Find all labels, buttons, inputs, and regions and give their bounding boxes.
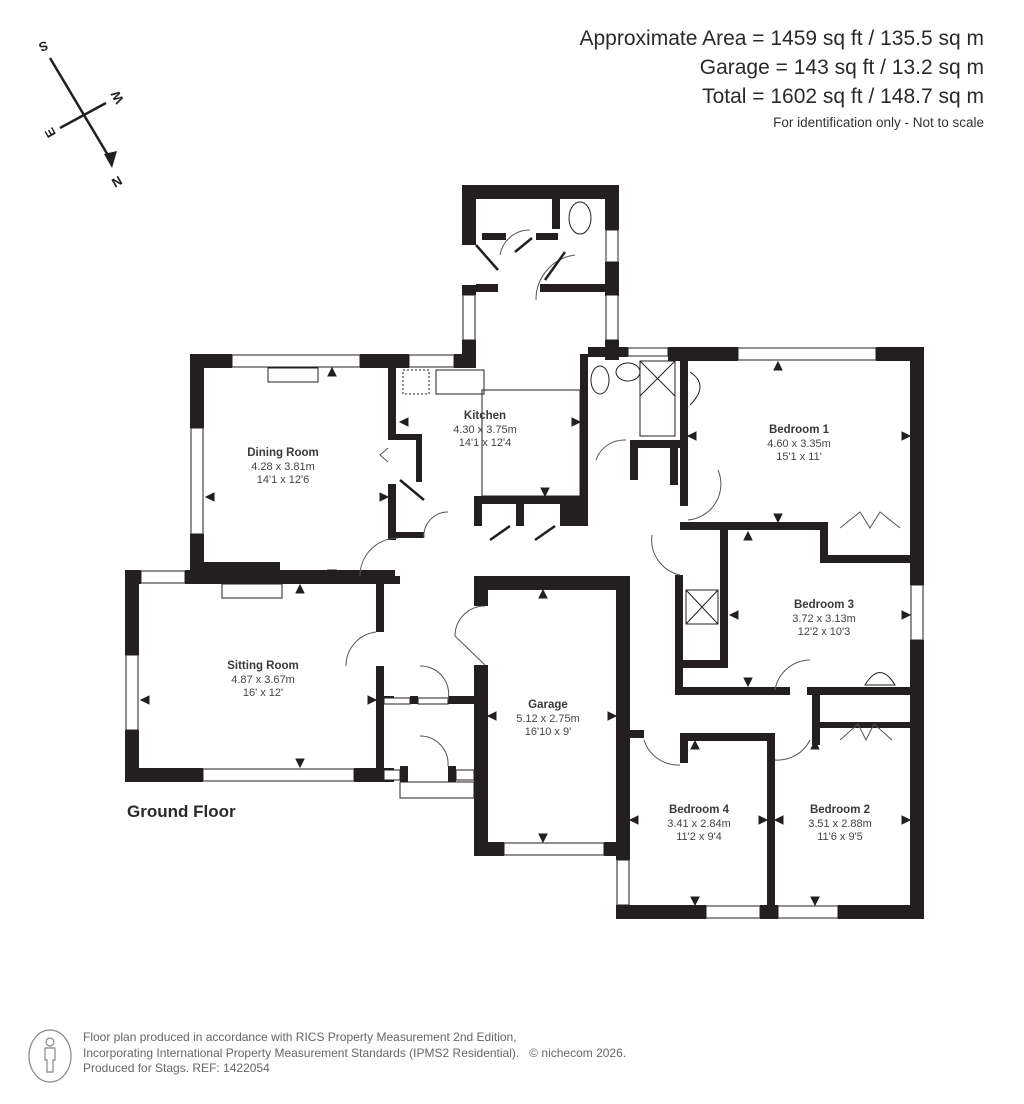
walls	[125, 185, 924, 919]
room-metric: 4.28 x 3.81m	[251, 461, 315, 473]
room-imperial: 16'10 x 9'	[525, 726, 571, 738]
copyright: © nichecom 2026.	[529, 1045, 627, 1060]
room-kitchen: Kitchen 4.30 x 3.75m 14'1 x 12'4	[453, 410, 517, 449]
floor-label: Ground Floor	[127, 802, 236, 821]
room-name: Garage	[528, 699, 568, 711]
room-metric: 4.60 x 3.35m	[767, 438, 831, 450]
room-metric: 3.72 x 3.13m	[792, 613, 856, 625]
room-bedroom-4: Bedroom 4 3.41 x 2.84m 11'2 x 9'4	[667, 804, 731, 843]
room-metric: 5.12 x 2.75m	[516, 713, 580, 725]
room-metric: 4.87 x 3.67m	[231, 674, 295, 686]
compass-s: S	[37, 38, 51, 55]
room-name: Bedroom 4	[669, 804, 730, 816]
person-scale-icon	[28, 1029, 72, 1083]
footer-line-1: Floor plan produced in accordance with R…	[83, 1030, 517, 1044]
compass-icon: S W E N	[37, 38, 127, 191]
room-imperial: 14'1 x 12'6	[257, 474, 310, 486]
room-name: Dining Room	[247, 447, 319, 459]
compass-n: N	[109, 173, 125, 191]
room-name: Kitchen	[464, 410, 506, 422]
room-dining: Dining Room 4.28 x 3.81m 14'1 x 12'6	[247, 447, 319, 486]
room-sitting: Sitting Room 4.87 x 3.67m 16' x 12'	[227, 660, 299, 699]
room-name: Bedroom 3	[794, 599, 854, 611]
windows	[125, 229, 924, 919]
garage-area: Garage = 143 sq ft / 13.2 sq m	[699, 56, 984, 79]
room-name: Bedroom 1	[769, 424, 830, 436]
footer-line-3: Produced for Stags. REF: 1422054	[83, 1061, 270, 1075]
footer-line-2: Incorporating International Property Mea…	[83, 1045, 520, 1060]
room-imperial: 16' x 12'	[243, 687, 283, 699]
dimension-arrows	[139, 360, 912, 907]
footer-notice: Floor plan produced in accordance with R…	[83, 1030, 626, 1077]
room-imperial: 11'6 x 9'5	[817, 831, 863, 843]
room-metric: 3.51 x 2.88m	[808, 818, 872, 830]
room-imperial: 11'2 x 9'4	[676, 831, 722, 843]
room-metric: 3.41 x 2.84m	[667, 818, 731, 830]
room-imperial: 15'1 x 11'	[776, 451, 822, 463]
room-name: Sitting Room	[227, 660, 299, 672]
room-imperial: 12'2 x 10'3	[798, 626, 851, 638]
room-name: Bedroom 2	[810, 804, 870, 816]
scale-disclaimer: For identification only - Not to scale	[773, 115, 984, 130]
room-bedroom-2: Bedroom 2 3.51 x 2.88m 11'6 x 9'5	[808, 804, 872, 843]
room-garage: Garage 5.12 x 2.75m 16'10 x 9'	[516, 699, 580, 738]
compass-e: E	[41, 125, 58, 140]
fixtures	[402, 201, 896, 686]
total-area: Total = 1602 sq ft / 148.7 sq m	[702, 85, 984, 108]
doors	[345, 229, 901, 767]
room-metric: 4.30 x 3.75m	[453, 424, 517, 436]
area-summary: Approximate Area = 1459 sq ft / 135.5 sq…	[580, 24, 985, 130]
room-bedroom-3: Bedroom 3 3.72 x 3.13m 12'2 x 10'3	[792, 599, 856, 638]
compass-w: W	[107, 87, 126, 106]
approximate-area: Approximate Area = 1459 sq ft / 135.5 sq…	[579, 27, 985, 50]
room-imperial: 14'1 x 12'4	[459, 437, 512, 449]
room-bedroom-1: Bedroom 1 4.60 x 3.35m 15'1 x 11'	[767, 424, 831, 463]
